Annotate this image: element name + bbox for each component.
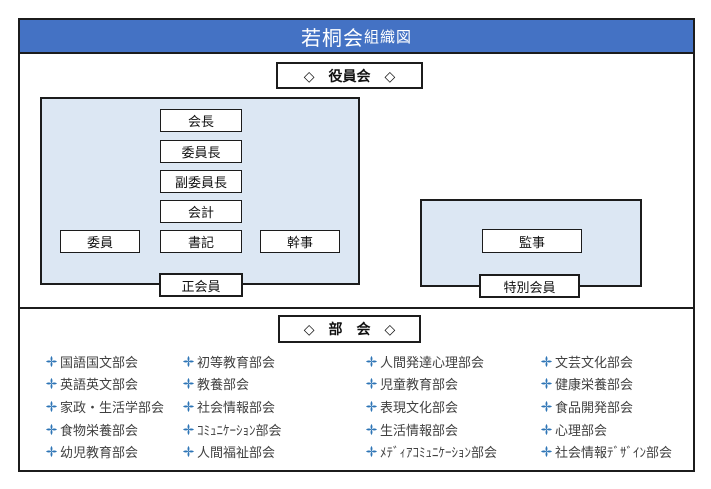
club-item: 人間福祉部会	[183, 440, 363, 463]
club-bullet-icon	[541, 446, 552, 458]
club-item: 心理部会	[541, 418, 711, 441]
club-item: 国語国文部会	[46, 350, 226, 373]
club-item: 社会情報ﾃﾞｻﾞｲﾝ部会	[541, 440, 711, 463]
clubs-column-1: 国語国文部会 英語英文部会 家政・生活学部会 食物栄養部会 幼児教育部会	[46, 350, 226, 463]
club-label: 幼児教育部会	[60, 445, 139, 461]
club-item: ｺﾐｭﾆｹｰｼｮﾝ部会	[183, 418, 363, 441]
club-label: 文芸文化部会	[555, 354, 634, 370]
club-bullet-icon	[366, 378, 377, 390]
club-bullet-icon	[541, 378, 552, 390]
club-bullet-icon	[541, 423, 552, 435]
club-label: 英語英文部会	[60, 377, 139, 393]
club-label: 国語国文部会	[60, 354, 139, 370]
club-label: ｺﾐｭﾆｹｰｼｮﾝ部会	[197, 422, 282, 438]
club-bullet-icon	[183, 378, 194, 390]
club-bullet-icon	[183, 400, 194, 412]
club-label: 社会情報部会	[197, 399, 276, 415]
clubs-column-4: 文芸文化部会 健康栄養部会 食品開発部会 心理部会 社会情報ﾃﾞｻﾞｲﾝ部会	[541, 350, 711, 463]
officer-box-president: 会長	[160, 109, 242, 132]
officer-box-committee-member: 委員	[60, 230, 140, 253]
club-item: 英語英文部会	[46, 373, 226, 396]
club-bullet-icon	[46, 400, 57, 412]
officer-box-vice-chairperson: 副委員長	[160, 170, 242, 193]
club-label: 初等教育部会	[197, 354, 276, 370]
club-item: 文芸文化部会	[541, 350, 711, 373]
club-label: 心理部会	[555, 422, 608, 438]
club-label: 健康栄養部会	[555, 377, 634, 393]
page-title: 若桐会	[300, 27, 364, 50]
officer-box-auditor: 監事	[482, 229, 582, 253]
club-bullet-icon	[183, 423, 194, 435]
club-bullet-icon	[46, 355, 57, 367]
club-label: 人間発達心理部会	[380, 354, 485, 370]
club-item: 児童教育部会	[366, 373, 546, 396]
club-item: 健康栄養部会	[541, 373, 711, 396]
club-item: 社会情報部会	[183, 395, 363, 418]
club-label: 社会情報ﾃﾞｻﾞｲﾝ部会	[555, 445, 673, 461]
officers-section-label: ◇ 役員会 ◇	[276, 62, 423, 89]
page-title-suffix: 組織図	[363, 28, 412, 46]
club-label: 人間福祉部会	[197, 445, 276, 461]
club-bullet-icon	[366, 446, 377, 458]
club-label: 食物栄養部会	[60, 422, 139, 438]
club-item: 幼児教育部会	[46, 440, 226, 463]
club-item: 表現文化部会	[366, 395, 546, 418]
club-item: 教養部会	[183, 373, 363, 396]
chart-frame: 若桐会組織図 ◇ 役員会 ◇ 会長 委員長 副委員長 会計 委員 書記 幹事 正…	[18, 18, 695, 472]
section-divider	[20, 307, 693, 309]
clubs-column-2: 初等教育部会 教養部会 社会情報部会 ｺﾐｭﾆｹｰｼｮﾝ部会 人間福祉部会	[183, 350, 363, 463]
club-item: 人間発達心理部会	[366, 350, 546, 373]
officer-box-secretary: 書記	[160, 230, 242, 253]
club-item: 食品開発部会	[541, 395, 711, 418]
chart-title-bar: 若桐会組織図	[20, 20, 693, 54]
club-bullet-icon	[46, 378, 57, 390]
club-item: 初等教育部会	[183, 350, 363, 373]
club-bullet-icon	[541, 355, 552, 367]
club-label: 教養部会	[197, 377, 250, 393]
club-label: 児童教育部会	[380, 377, 459, 393]
club-item: 家政・生活学部会	[46, 395, 226, 418]
clubs-column-3: 人間発達心理部会 児童教育部会 表現文化部会 生活情報部会 ﾒﾃﾞｨｱｺﾐｭﾆｹ…	[366, 350, 546, 463]
club-label: ﾒﾃﾞｨｱｺﾐｭﾆｹｰｼｮﾝ部会	[380, 445, 498, 461]
club-bullet-icon	[366, 423, 377, 435]
officer-box-treasurer: 会計	[160, 200, 242, 223]
clubs-section-label: ◇ 部 会 ◇	[278, 315, 421, 343]
club-label: 生活情報部会	[380, 422, 459, 438]
club-bullet-icon	[183, 446, 194, 458]
club-label: 食品開発部会	[555, 399, 634, 415]
club-bullet-icon	[541, 400, 552, 412]
club-bullet-icon	[183, 355, 194, 367]
regular-members-footer-box: 正会員	[159, 273, 243, 297]
club-item: 生活情報部会	[366, 418, 546, 441]
officer-box-chairperson: 委員長	[160, 140, 242, 163]
club-label: 表現文化部会	[380, 399, 459, 415]
officer-box-organizer: 幹事	[260, 230, 340, 253]
club-bullet-icon	[366, 400, 377, 412]
club-bullet-icon	[366, 355, 377, 367]
club-item: 食物栄養部会	[46, 418, 226, 441]
special-members-footer-box: 特別会員	[479, 274, 580, 298]
club-item: ﾒﾃﾞｨｱｺﾐｭﾆｹｰｼｮﾝ部会	[366, 440, 546, 463]
club-bullet-icon	[46, 446, 57, 458]
club-bullet-icon	[46, 423, 57, 435]
club-label: 家政・生活学部会	[60, 399, 165, 415]
